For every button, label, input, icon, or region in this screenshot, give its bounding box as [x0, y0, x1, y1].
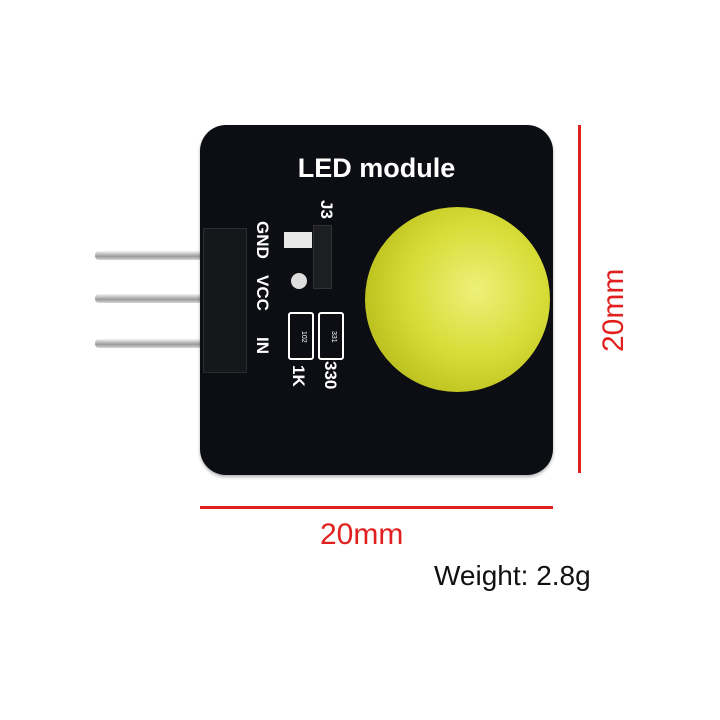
width-label: 20mm — [320, 518, 404, 551]
resistor-code-331: 331 — [330, 331, 337, 343]
via-pad — [291, 273, 307, 289]
silk-in: IN — [253, 337, 272, 354]
height-arrow — [578, 125, 581, 473]
led-dome — [365, 207, 550, 392]
weight-label: Weight: 2.8g — [434, 560, 591, 591]
silk-vcc: VCC — [253, 275, 272, 311]
resistor-1k — [288, 312, 314, 360]
silk-j3: J3 — [317, 200, 336, 219]
header-pin-in — [95, 339, 210, 348]
header-pin-vcc — [95, 294, 210, 303]
height-label: 20mm — [597, 268, 630, 352]
header-pin-gnd — [95, 251, 210, 260]
smd-pad — [284, 232, 312, 248]
silk-1k: 1K — [289, 365, 308, 387]
silk-330: 330 — [321, 361, 340, 390]
transistor — [313, 225, 332, 289]
width-arrow — [200, 506, 553, 509]
silk-gnd: GND — [253, 221, 272, 259]
pin-header — [203, 228, 247, 373]
resistor-330 — [318, 312, 344, 360]
resistor-code-102: 102 — [300, 331, 307, 343]
board-title: LED module — [297, 153, 456, 183]
